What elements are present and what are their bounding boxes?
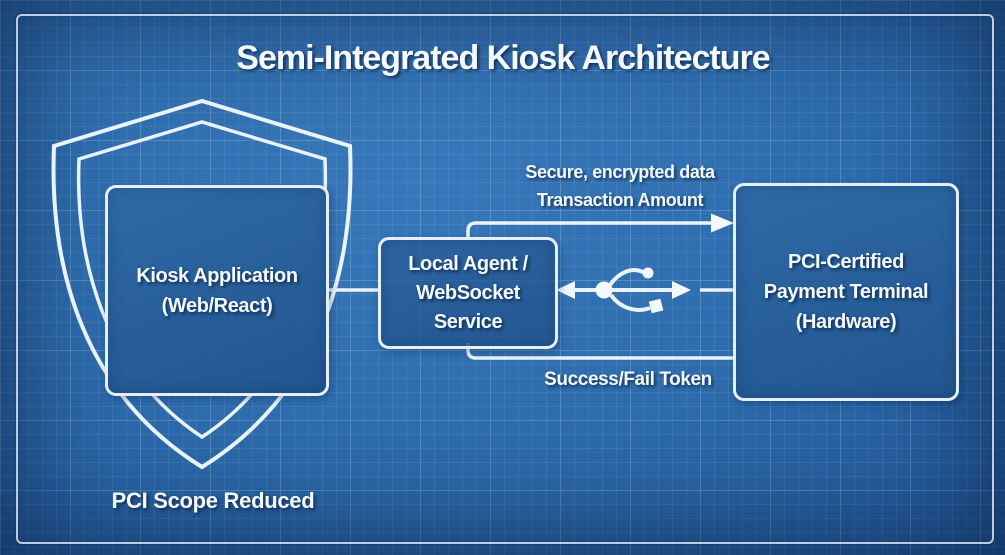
payment-terminal-label-line: Payment Terminal xyxy=(763,281,929,303)
diagram-title: Semi-Integrated Kiosk Architecture xyxy=(236,39,770,77)
local-agent-label-line: Service xyxy=(433,310,503,333)
secure-data-label-line: Transaction Amount xyxy=(536,190,704,210)
local-agent-node: Local Agent / WebSocket Service xyxy=(378,237,558,349)
pci-scope-reduced-label: PCI Scope Reduced xyxy=(111,488,315,513)
payment-terminal-node: PCI-Certified Payment Terminal (Hardware… xyxy=(733,183,959,401)
kiosk-label-line: Kiosk Application xyxy=(136,264,298,287)
payment-terminal-label-line: (Hardware) xyxy=(795,311,897,333)
payment-terminal-label-line: PCI-Certified xyxy=(788,251,904,273)
secure-data-label: Secure, encrypted data Transaction Amoun… xyxy=(430,158,810,214)
local-agent-label-line: WebSocket xyxy=(416,281,520,304)
blueprint-frame-border xyxy=(16,14,994,544)
kiosk-label-line: (Web/React) xyxy=(161,294,273,317)
local-agent-label-line: Local Agent / xyxy=(408,252,528,275)
kiosk-application-node: Kiosk Application (Web/React) xyxy=(105,185,329,396)
success-fail-token-label: Success/Fail Token xyxy=(544,369,712,390)
secure-data-label-line: Secure, encrypted data xyxy=(525,162,715,182)
